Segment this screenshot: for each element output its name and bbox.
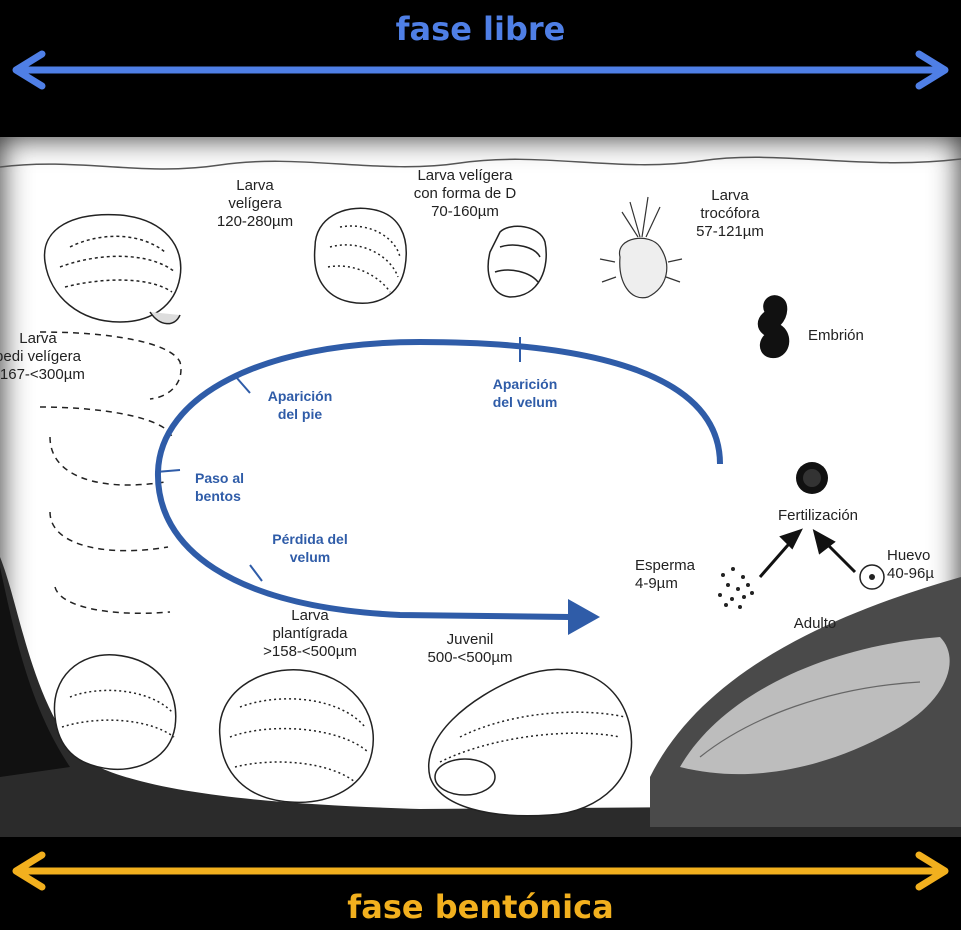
veliger-shell-icon (315, 208, 407, 303)
adult-label: Adulto (780, 615, 850, 633)
juvenile-label: Juvenil 500-<500µm (405, 631, 535, 667)
embryo-label: Embrión (808, 327, 888, 345)
d-veliger-label: Larva velígera con forma de D 70-160µm (395, 167, 535, 221)
juvenile-shell-icon (429, 669, 632, 815)
pediveliger-shell-icon (45, 215, 181, 324)
embryo-icon (758, 296, 789, 358)
plantigrade-shell-icon (220, 670, 374, 803)
trochophore-icon (600, 197, 682, 298)
life-cycle-drawing (0, 137, 961, 837)
fertilization-label: Fertilización (768, 507, 868, 525)
benthic-phase-title: fase bentónica (0, 888, 961, 926)
sperm-icon (718, 567, 754, 609)
egg-label: Huevo 40-96µ (887, 547, 961, 583)
velum-loss-label: Pérdida del velum (255, 530, 365, 566)
pediveliger-label: Larva pedi velígera >167-<300µm (0, 330, 98, 384)
foot-appearance-label: Aparición del pie (255, 387, 345, 423)
velum-appearance-label: Aparición del velum (480, 375, 570, 411)
life-cycle-panel: Larva velígera 120-280µm Larva velígera … (0, 137, 961, 837)
benthic-phase-arrow (16, 855, 945, 887)
plantigrade-shell-small-icon (54, 655, 175, 770)
plantigrade-label: Larva plantígrada >158-<500µm (250, 607, 370, 661)
fertilization-arrows (760, 531, 855, 577)
d-veliger-shell-icon (488, 226, 546, 297)
free-phase-arrow (16, 54, 945, 86)
veliger-label: Larva velígera 120-280µm (215, 177, 295, 231)
sperm-label: Esperma 4-9µm (635, 557, 715, 593)
settlement-label: Paso al bentos (195, 469, 265, 505)
trochophore-label: Larva trocófora 57-121µm (685, 187, 775, 241)
